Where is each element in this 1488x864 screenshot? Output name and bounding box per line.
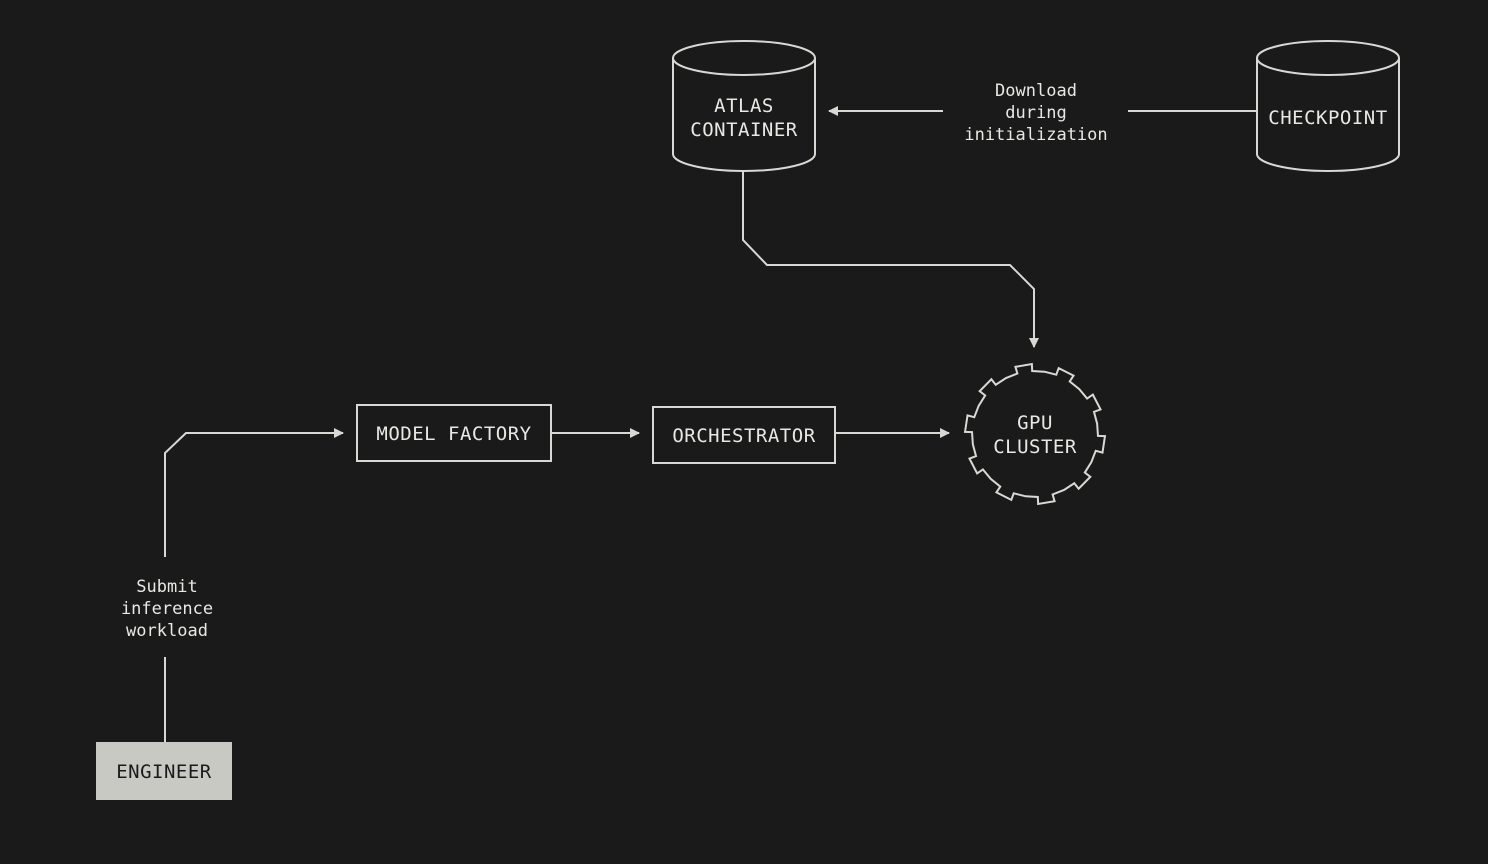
edge-submit-arrow (164, 428, 344, 557)
gpu-cluster-label-line-1: GPU (1017, 412, 1053, 434)
gpu-cluster-label-line-2: CLUSTER (993, 436, 1077, 458)
node-checkpoint[interactable]: CHECKPOINT (1256, 40, 1400, 172)
edge-container-to-gpu (742, 171, 1039, 348)
checkpoint-cylinder-body (1256, 58, 1400, 172)
checkpoint-cylinder-top (1256, 40, 1400, 76)
atlas-container-label-line-2: CONTAINER (690, 119, 798, 141)
checkpoint-label: CHECKPOINT (1268, 107, 1387, 129)
node-atlas-container[interactable]: ATLAS CONTAINER (672, 40, 816, 172)
atlas-container-label-line-1: ATLAS (714, 95, 774, 117)
orchestrator-box (652, 406, 836, 464)
edge-submit: Submit inference workload (121, 428, 344, 742)
node-orchestrator[interactable]: ORCHESTRATOR (652, 406, 836, 464)
gpu-cluster-gear-outline (963, 362, 1107, 506)
atlas-container-cylinder-body (672, 58, 816, 172)
model-factory-box (356, 404, 552, 462)
edge-download-label-line-3: initialization (964, 125, 1107, 145)
edge-download: Download during initialization (828, 81, 1258, 145)
orchestrator-label: ORCHESTRATOR (672, 425, 815, 447)
edge-download-label-line-1: Download (995, 81, 1077, 101)
engineer-box (96, 742, 232, 800)
model-factory-label: MODEL FACTORY (376, 423, 531, 445)
node-engineer[interactable]: ENGINEER (96, 742, 232, 800)
atlas-container-cylinder-top (672, 40, 816, 76)
edge-download-label-line-2: during (1005, 103, 1066, 123)
node-model-factory[interactable]: MODEL FACTORY (356, 404, 552, 462)
edge-submit-label-line-1: Submit (136, 577, 197, 597)
engineer-label: ENGINEER (116, 761, 212, 783)
edge-submit-label-line-2: inference (121, 599, 213, 619)
edge-submit-label-line-3: workload (126, 621, 208, 641)
node-gpu-cluster[interactable]: GPU CLUSTER (963, 362, 1107, 506)
